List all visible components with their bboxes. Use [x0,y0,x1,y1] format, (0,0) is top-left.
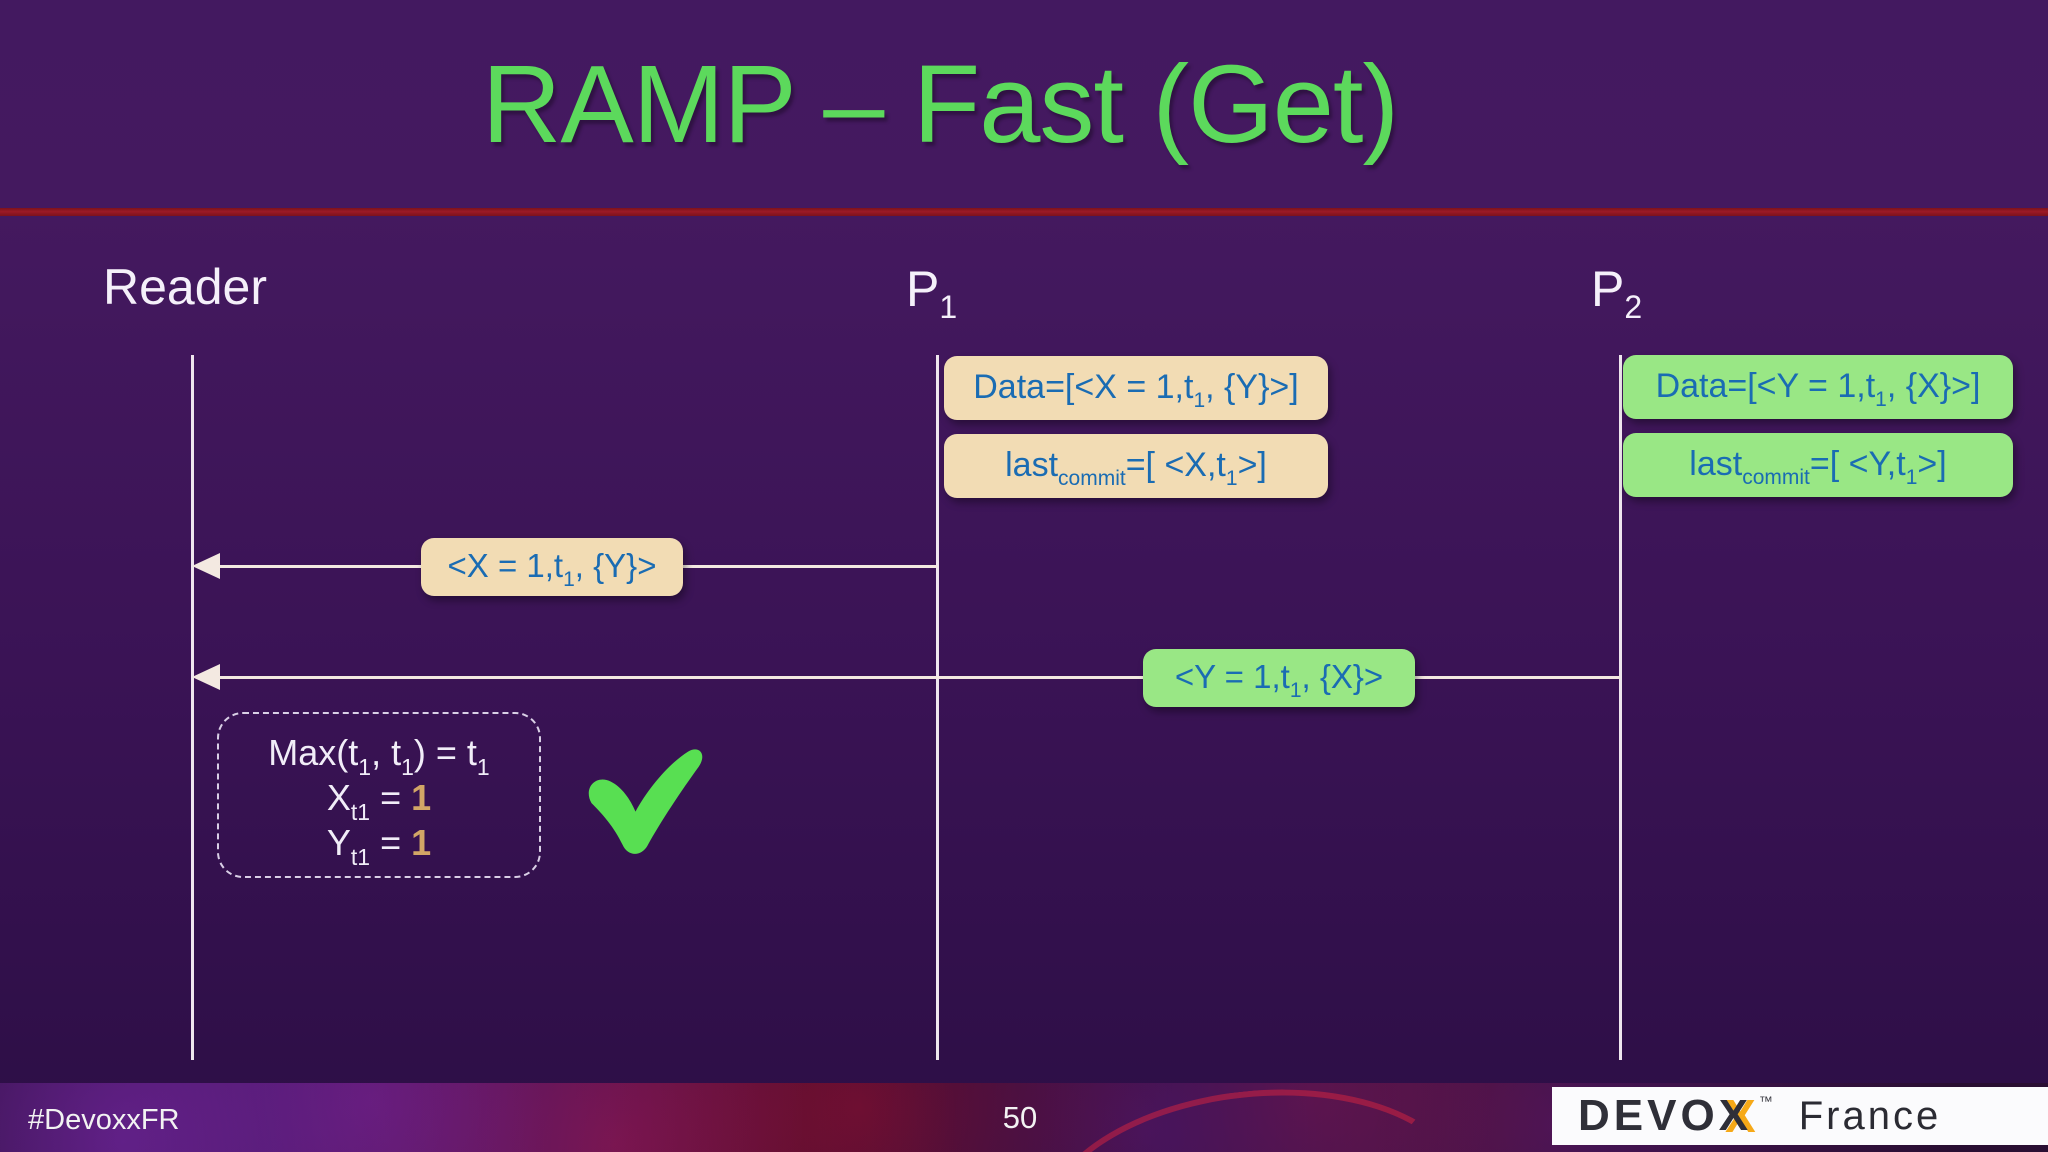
footer-hashtag: #DevoxxFR [28,1104,180,1136]
arrowhead-left-icon [192,553,220,579]
result-line-max: Max(t1, t1) = t1 [268,732,490,780]
logo-x-gold-icon: X [1725,1090,1756,1142]
lifeline-p2 [1619,355,1622,1060]
logo-text-france: France [1798,1093,1942,1138]
checkmark-icon [588,749,703,854]
arrowhead-left-icon [192,664,220,690]
p1-data-box: Data=[<X = 1,t1, {Y}>] [944,356,1328,420]
message-label-from-p2: <Y = 1,t1, {X}> [1143,649,1415,707]
result-box: Max(t1, t1) = t1 Xt1 = 1 Yt1 = 1 [217,712,541,878]
logo-text-devox: DEVOX [1578,1091,1753,1140]
message-label-from-p1: <X = 1,t1, {Y}> [421,538,683,596]
p1-lastcommit-box: lastcommit=[ <X,t1>] [944,434,1328,498]
lifeline-reader [191,355,194,1060]
lifeline-label-reader: Reader [103,259,267,315]
footer-texture-arc [1028,1083,1482,1152]
lifeline-label-p1: P1 [906,261,958,325]
lifeline-label-p2: P2 [1591,261,1643,325]
p2-data-box: Data=[<Y = 1,t1, {X}>] [1623,355,2013,419]
title-underline [0,208,2048,216]
slide-title: RAMP – Fast (Get) [481,43,1399,166]
page-number: 50 [1002,1100,1038,1135]
lifeline-p1 [936,355,939,1060]
p2-lastcommit-box: lastcommit=[ <Y,t1>] [1623,433,2013,497]
message-arrow-from-p2 [210,676,1620,679]
logo-trademark: ™ [1758,1093,1773,1109]
result-line-x: Xt1 = 1 [326,777,432,825]
result-line-y: Yt1 = 1 [326,822,432,870]
